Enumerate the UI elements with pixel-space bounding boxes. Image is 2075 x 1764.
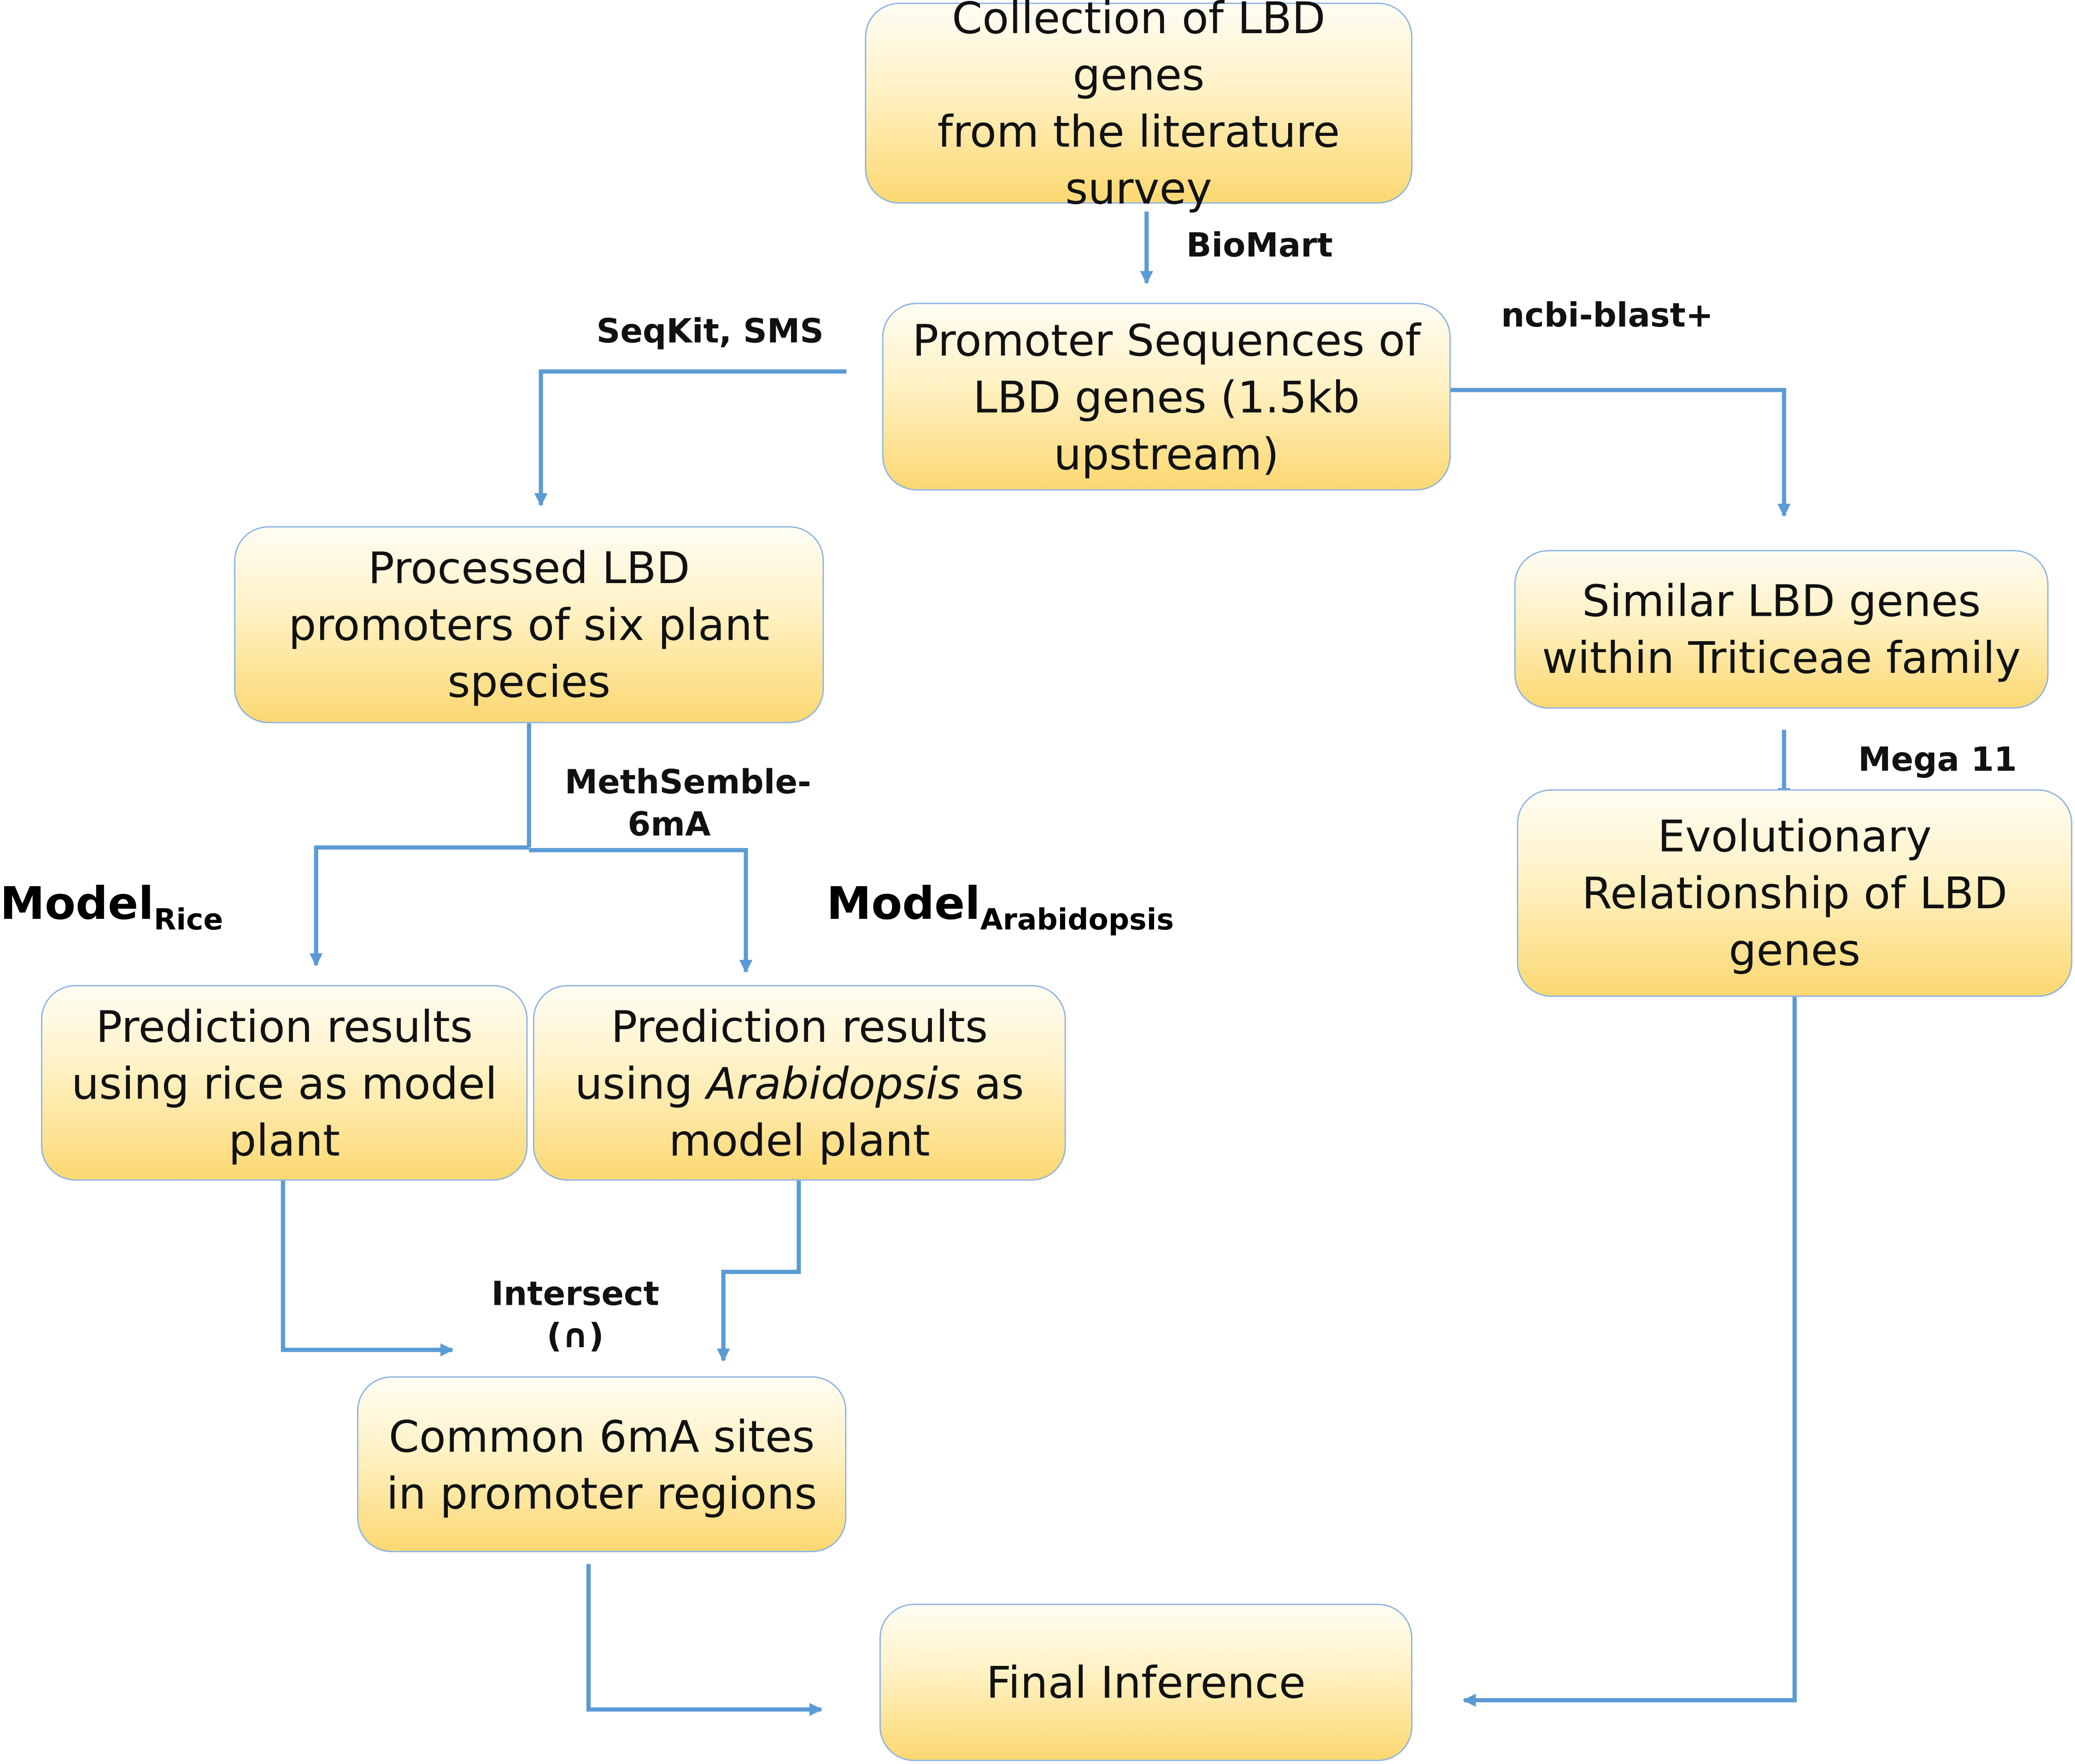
prediction-rice-line-2: using rice as model: [71, 1057, 498, 1109]
line-2-prefix: using: [574, 1057, 707, 1109]
methsemble-line-1: MethSemble-: [564, 763, 811, 801]
common-line-1: Common 6mA sites: [388, 1410, 815, 1462]
prediction-arabidopsis-box: Prediction results using Arabidopsis as …: [533, 985, 1066, 1181]
mega-label: Mega 11: [1858, 740, 2017, 779]
similar-genes-box: Similar LBD genes within Triticeae famil…: [1514, 550, 2049, 709]
common-line-2: in promoter regions: [386, 1466, 817, 1519]
prediction-arabidopsis-line-3: model plant: [668, 1114, 930, 1166]
collection-line-3: survey: [1065, 163, 1212, 215]
model-rice-subscript: Rice: [153, 904, 223, 938]
evolutionary-line-3: genes: [1729, 924, 1861, 976]
collection-box: Collection of LBD genes from the literat…: [865, 0, 1413, 214]
connector-promoter-to-processed: [534, 369, 847, 507]
connector-promoter-to-similar: [1451, 388, 1791, 517]
intersect-line-1: Intersect: [491, 1274, 659, 1313]
prediction-rice-line-3: plant: [229, 1114, 340, 1166]
intersect-line-2: (∩): [546, 1317, 604, 1355]
prediction-rice-line-1: Prediction results: [96, 1000, 473, 1052]
methsemble-line-2: 6mA: [627, 805, 711, 844]
biomart-label: BioMart: [1186, 226, 1333, 265]
model-rice-main: Model: [0, 878, 154, 931]
processed-promoters-box: Processed LBD promoters of six plant spe…: [234, 526, 824, 724]
model-arabidopsis-label: ModelArabidopsis: [826, 878, 1174, 937]
promoter-sequences-box: Promoter Sequences of LBD genes (1.5kb u…: [882, 303, 1451, 491]
processed-line-2: promoters of six plant: [288, 599, 770, 651]
similar-line-2: within Triticeae family: [1542, 632, 2021, 684]
promoter-line-1: Promoter Sequences of: [912, 314, 1421, 366]
connector-arabidopsis-to-intersect: [716, 1180, 801, 1362]
model-arabidopsis-subscript: Arabidopsis: [980, 904, 1174, 938]
intersect-label: Intersect (∩): [486, 1273, 665, 1358]
model-rice-label: ModelRice: [0, 878, 223, 937]
connector-rice-to-intersect: [281, 1180, 454, 1357]
final-line-1: Final Inference: [986, 1656, 1306, 1708]
seqkit-sms-label: SeqKit, SMS: [596, 312, 824, 350]
processed-line-1: Processed LBD: [368, 542, 690, 594]
ncbi-blast-label: ncbi-blast+: [1501, 296, 1714, 335]
methsemble-label: MethSemble- 6mA: [565, 761, 811, 846]
promoter-line-2: LBD genes (1.5kb: [973, 371, 1360, 423]
similar-line-1: Similar LBD genes: [1582, 575, 1981, 627]
connector-to-prediction-rice: [309, 845, 529, 967]
promoter-line-3: upstream): [1054, 427, 1279, 479]
collection-line-2: from the literature: [937, 105, 1340, 158]
processed-line-3: species: [447, 655, 611, 707]
common-sites-box: Common 6mA sites in promoter regions: [357, 1376, 847, 1553]
final-inference-box: Final Inference: [879, 1604, 1413, 1761]
connector-to-prediction-arabidopsis: [529, 848, 753, 973]
evolutionary-relationship-box: Evolutionary Relationship of LBD genes: [1517, 789, 2073, 997]
collection-line-1: Collection of LBD genes: [952, 0, 1325, 101]
arabidopsis-italic: Arabidopsis: [706, 1057, 961, 1109]
connector-evolutionary-to-final: [1462, 991, 1797, 1707]
evolutionary-line-1: Evolutionary: [1658, 810, 1932, 862]
line-2-suffix: as: [961, 1057, 1024, 1109]
prediction-arabidopsis-line-1: Prediction results: [611, 1000, 988, 1052]
connector-common-to-final: [586, 1564, 823, 1717]
prediction-rice-box: Prediction results using rice as model p…: [41, 985, 528, 1181]
prediction-arabidopsis-line-2: using Arabidopsis as: [575, 1054, 1024, 1111]
model-arabidopsis-main: Model: [826, 878, 980, 931]
evolutionary-line-2: Relationship of LBD: [1582, 867, 2008, 919]
